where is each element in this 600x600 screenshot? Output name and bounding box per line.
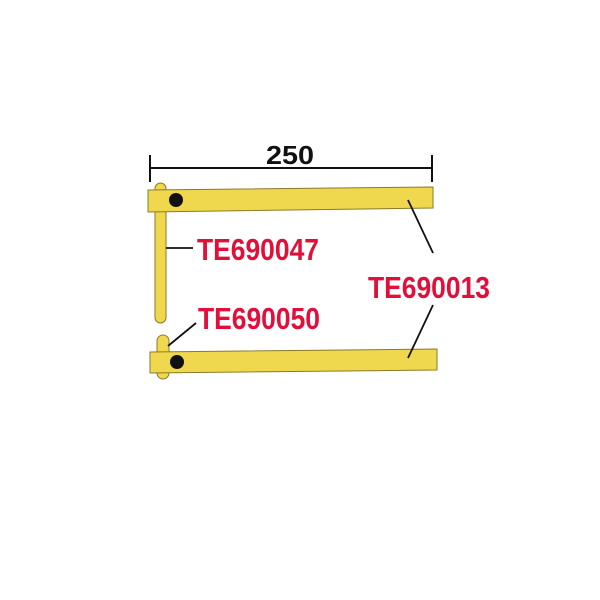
label-arms: TE690013 xyxy=(368,270,490,305)
top-arm-hole xyxy=(169,193,183,207)
dimension-line xyxy=(149,155,433,182)
vertical-rod xyxy=(154,182,167,324)
label-rod: TE690047 xyxy=(197,232,319,267)
dimension-value: 250 xyxy=(266,140,314,170)
bottom-arm-hole xyxy=(170,355,184,369)
leader-lines xyxy=(166,199,434,359)
top-arm xyxy=(147,186,434,213)
bottom-arm xyxy=(149,348,438,374)
label-pin: TE690050 xyxy=(198,301,320,336)
